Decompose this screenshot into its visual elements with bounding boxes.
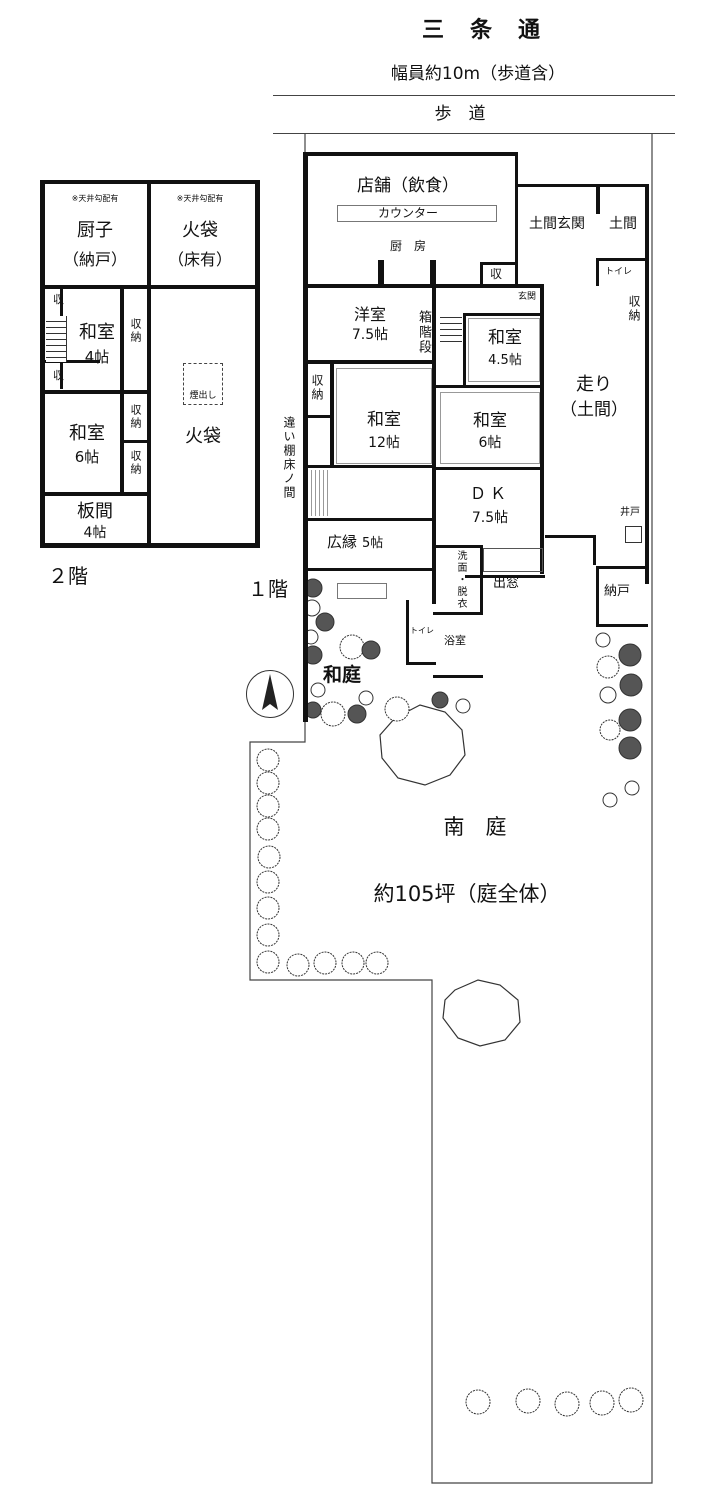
shop-name: 店舗（飲食）	[357, 176, 459, 196]
hibukuro-upper-note: ※天井勾配有	[176, 194, 224, 203]
doma-label: 土間	[609, 216, 637, 232]
hiroen-size: 5帖	[362, 536, 384, 551]
street-name: 三 条 通	[421, 18, 543, 43]
washitsu-12-size: 12帖	[368, 435, 400, 451]
wa-tei-label: 和庭	[323, 664, 362, 686]
nando-label: 納戸	[604, 584, 631, 599]
hibukuro-name: 火袋	[185, 426, 221, 447]
smoke-vent-label: 煙出し	[189, 391, 217, 401]
kitchen-sink	[483, 548, 543, 572]
demado-label: 出窓	[493, 576, 520, 591]
floor1-plan	[0, 0, 710, 722]
itama-size: 4帖	[83, 525, 107, 541]
yokushitsu-label: 浴室	[444, 634, 466, 647]
toilet-1-label: トイレ	[605, 267, 633, 277]
zushi-sub: （納戸）	[62, 250, 128, 269]
tatami-45	[468, 318, 540, 382]
smoke-vent-icon	[183, 363, 223, 405]
washitsu-6-size: 6帖	[74, 448, 100, 466]
ido-label: 井戸	[620, 507, 640, 518]
doma-genkan-label: 土間玄関	[529, 216, 585, 232]
street-width-note: 幅員約10m（歩道含）	[390, 64, 566, 84]
hashiri-sub: （土間）	[560, 400, 628, 420]
hiroen-name: 広縁	[327, 533, 358, 551]
shuno-right-label: 収納	[627, 295, 641, 323]
hakokaidan-label: 箱階段	[416, 310, 431, 355]
washitsu-12-name: 和室	[367, 410, 401, 430]
street-line	[273, 95, 675, 96]
stairs-1f-icon	[440, 312, 462, 346]
shuno-3-label: 収納	[129, 450, 142, 476]
floor1-label: １階	[248, 577, 288, 601]
north-arrow-icon	[246, 670, 294, 718]
garden-bench	[337, 583, 387, 599]
stairs-icon	[46, 316, 67, 362]
tokonoma-wood	[308, 470, 330, 516]
washitsu-6b-name: 和室	[473, 411, 507, 431]
washitsu-4-name: 和室	[79, 322, 115, 343]
tatami-12	[336, 368, 432, 464]
washitsu-45-name: 和室	[488, 328, 522, 348]
shu-kitchen-label: 収	[490, 267, 503, 281]
shuno-1-label: 収納	[129, 318, 142, 344]
garden-area-label: 約105坪（庭全体）	[373, 882, 561, 906]
sidewalk-line	[273, 133, 675, 134]
hibukuro-upper-sub: （床有）	[167, 250, 233, 269]
kitchen-label: 厨 房	[389, 239, 427, 253]
yoshitsu-size: 7.5帖	[351, 327, 389, 343]
toilet-2-label: トイレ	[410, 626, 434, 635]
itama-name: 板間	[77, 501, 113, 522]
shuno-2-label: 収納	[129, 404, 142, 430]
genkan-label: 玄関	[518, 292, 537, 302]
counter	[337, 205, 497, 222]
tatami-6	[440, 392, 540, 464]
senmen-label: 洗面・脱衣	[455, 550, 466, 610]
washitsu-6b-size: 6帖	[478, 435, 502, 451]
washitsu-6-name: 和室	[69, 423, 105, 444]
shu-1-label: 収	[53, 293, 64, 306]
washitsu-4-size: 4帖	[84, 348, 110, 366]
counter-label: カウンター	[377, 206, 439, 220]
sidewalk-label: 歩 道	[434, 104, 486, 124]
minami-tei-label: 南 庭	[443, 815, 507, 839]
hashiri-name: 走り	[576, 374, 612, 395]
well-icon	[625, 526, 642, 543]
zushi-name: 厨子	[77, 220, 113, 241]
dk-size: 7.5帖	[471, 510, 509, 526]
yoshitsu-name: 洋室	[353, 305, 387, 324]
floor2-plan	[40, 180, 260, 548]
floor2-label: ２階	[48, 564, 88, 588]
zushi-note: ※天井勾配有	[71, 194, 119, 203]
chigaidana-label: 違い棚床ノ間	[282, 416, 296, 500]
washitsu-45-size: 4.5帖	[488, 353, 522, 368]
hibukuro-upper-name: 火袋	[182, 220, 218, 241]
shu-2-label: 収	[53, 369, 64, 382]
shuno-left-label: 収納	[310, 374, 324, 402]
dk-name: ＤＫ	[469, 484, 511, 503]
